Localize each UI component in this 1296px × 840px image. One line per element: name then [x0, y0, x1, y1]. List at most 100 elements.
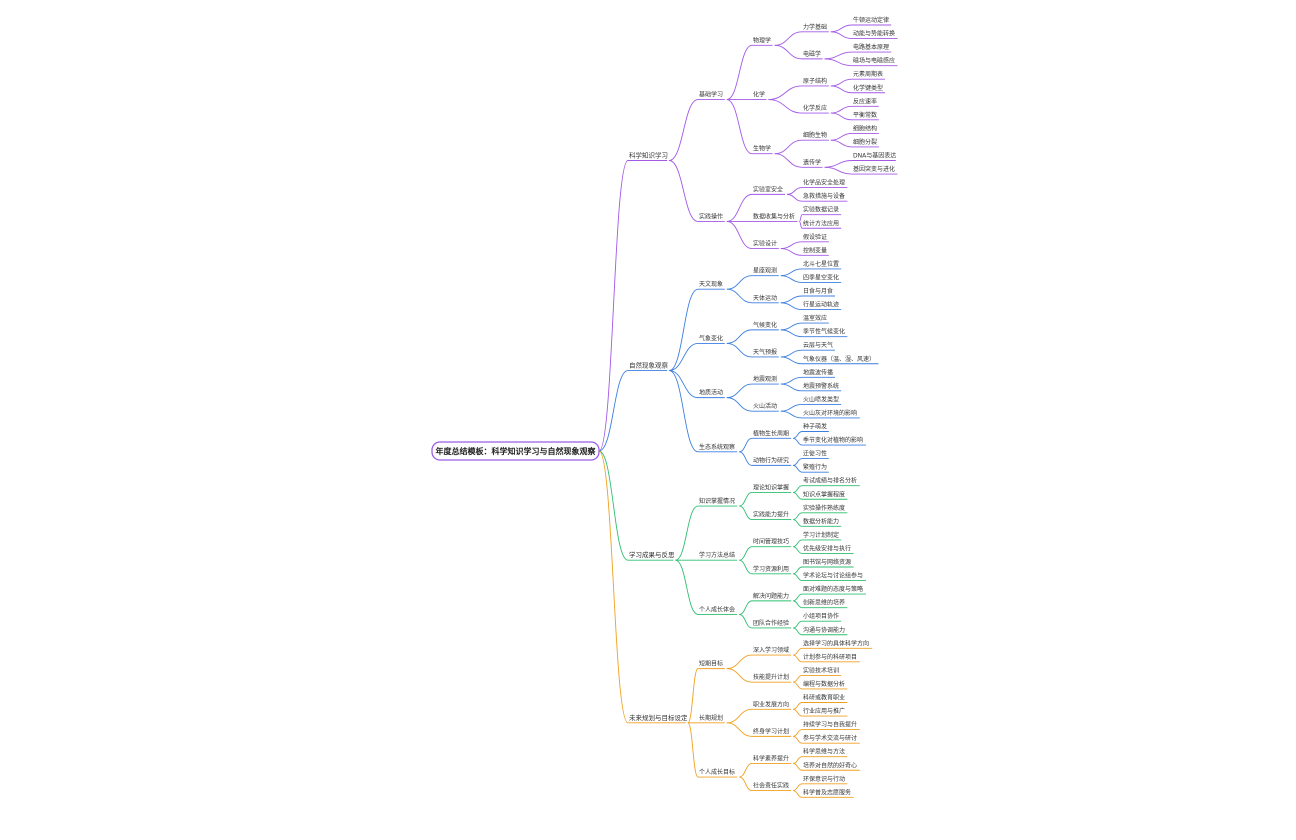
topic-node-depth-3[interactable]: 团队合作经验	[752, 619, 792, 629]
topic-node-depth-1[interactable]: 自然现象观察	[628, 361, 669, 371]
topic-node-depth-3[interactable]: 时间管理技巧	[752, 538, 792, 548]
leaf-node[interactable]: 控制变量	[802, 246, 829, 256]
topic-node-depth-3[interactable]: 火山活动	[752, 402, 779, 412]
topic-node-depth-1[interactable]: 科学知识学习	[628, 151, 668, 161]
topic-node-depth-3[interactable]: 实践能力提升	[752, 511, 792, 521]
topic-node-depth-2[interactable]: 长期规划	[698, 714, 725, 724]
leaf-node[interactable]: 繁殖行为	[802, 463, 829, 473]
leaf-node[interactable]: 温室效应	[802, 314, 829, 324]
topic-node-depth-3[interactable]: 物理学	[752, 36, 773, 46]
leaf-node[interactable]: 平衡常数	[852, 111, 879, 121]
topic-node-depth-4[interactable]: 力学基础	[802, 23, 829, 33]
topic-node-depth-3[interactable]: 天体运动	[752, 294, 779, 304]
topic-node-depth-3[interactable]: 职业发展方向	[752, 700, 792, 710]
leaf-node[interactable]: 地震预警系统	[802, 382, 842, 392]
topic-node-depth-2[interactable]: 实践操作	[698, 212, 725, 222]
topic-node-depth-2[interactable]: 天文现象	[698, 280, 725, 290]
leaf-node[interactable]: 小组项目协作	[802, 612, 842, 622]
leaf-node[interactable]: 地震波传播	[802, 368, 835, 378]
topic-node-depth-3[interactable]: 科学素养提升	[752, 754, 792, 764]
leaf-node[interactable]: 实验操作熟练度	[802, 504, 848, 514]
leaf-node[interactable]: 编程与数据分析	[802, 680, 848, 690]
leaf-node[interactable]: 图书馆与网络资源	[802, 558, 854, 568]
leaf-node[interactable]: 季节性气候变化	[802, 328, 848, 338]
topic-node-depth-2[interactable]: 知识掌握情况	[698, 497, 738, 507]
leaf-node[interactable]: 化学品安全处理	[802, 179, 848, 189]
leaf-node[interactable]: 电路基本原理	[852, 43, 892, 53]
topic-node-depth-3[interactable]: 实验室安全	[752, 185, 785, 195]
leaf-node[interactable]: 火山喷发类型	[802, 395, 842, 405]
topic-node-depth-2[interactable]: 短期目标	[698, 660, 725, 670]
leaf-node[interactable]: 云层与天气	[802, 341, 835, 351]
leaf-node[interactable]: 元素周期表	[852, 70, 885, 80]
root-node[interactable]: 年度总结模板：科学知识学习与自然现象观察	[431, 441, 600, 461]
leaf-node[interactable]: 行业应用与推广	[802, 707, 848, 717]
topic-node-depth-4[interactable]: 遗传学	[802, 158, 823, 168]
topic-node-depth-2[interactable]: 地质活动	[698, 389, 725, 399]
topic-node-depth-3[interactable]: 地震观测	[752, 375, 779, 385]
leaf-node[interactable]: 细胞分裂	[852, 138, 879, 148]
topic-node-depth-4[interactable]: 电磁学	[802, 50, 823, 60]
topic-node-depth-2[interactable]: 个人成长目标	[698, 768, 738, 778]
leaf-node[interactable]: 种子萌发	[802, 423, 829, 432]
topic-node-depth-4[interactable]: 化学反应	[802, 104, 829, 114]
topic-node-depth-3[interactable]: 星座观测	[752, 267, 779, 277]
topic-node-depth-3[interactable]: 数据收集与分析	[752, 212, 798, 222]
leaf-node[interactable]: 气象仪器（温、湿、风速）	[802, 355, 879, 365]
leaf-node[interactable]: 细胞结构	[852, 124, 879, 134]
leaf-node[interactable]: 知识点掌握程度	[802, 490, 848, 500]
leaf-node[interactable]: 磁场与电磁感应	[852, 57, 898, 67]
leaf-node[interactable]: 实验数据记录	[802, 206, 842, 216]
leaf-node[interactable]: 迁徙习性	[802, 450, 829, 460]
topic-node-depth-2[interactable]: 个人成长体会	[698, 605, 738, 615]
leaf-node[interactable]: 实验技术培训	[802, 666, 842, 676]
leaf-node[interactable]: 基因突变与进化	[852, 165, 898, 175]
topic-node-depth-2[interactable]: 气象变化	[698, 334, 725, 344]
topic-node-depth-4[interactable]: 细胞生物	[802, 131, 829, 141]
topic-node-depth-3[interactable]: 技能提升计划	[752, 673, 792, 683]
leaf-node[interactable]: 沟通与协调能力	[802, 626, 848, 636]
leaf-node[interactable]: 培养对自然的好奇心	[802, 761, 860, 771]
leaf-node[interactable]: 环保意识与行动	[802, 775, 848, 785]
leaf-node[interactable]: 火山灰对环境的影响	[802, 409, 860, 419]
topic-node-depth-4[interactable]: 原子结构	[802, 77, 829, 87]
topic-node-depth-1[interactable]: 学习成果与反思	[628, 550, 675, 561]
leaf-node[interactable]: 四季星空变化	[802, 273, 842, 283]
leaf-node[interactable]: 选择学习的具体科学方向	[802, 639, 873, 649]
leaf-node[interactable]: 统计方法应用	[802, 219, 842, 229]
topic-node-depth-3[interactable]: 生物学	[752, 145, 773, 155]
topic-node-depth-2[interactable]: 生态系统观察	[698, 443, 738, 453]
leaf-node[interactable]: 创新思维的培养	[802, 599, 848, 609]
topic-node-depth-3[interactable]: 社会责任实践	[752, 782, 792, 792]
leaf-node[interactable]: 计划参与的科研项目	[802, 653, 860, 663]
leaf-node[interactable]: 持续学习与自我提升	[802, 721, 860, 731]
leaf-node[interactable]: 季节变化对植物的影响	[802, 436, 866, 446]
leaf-node[interactable]: 动能与势能转换	[852, 30, 898, 39]
topic-node-depth-3[interactable]: 实验设计	[752, 240, 779, 250]
topic-node-depth-3[interactable]: 学习资源利用	[752, 565, 792, 575]
topic-node-depth-2[interactable]: 学习方法总结	[698, 551, 738, 561]
leaf-node[interactable]: 参与学术交流与研讨	[802, 734, 860, 744]
leaf-node[interactable]: DNA与基因表达	[852, 152, 896, 161]
leaf-node[interactable]: 反应速率	[852, 97, 879, 107]
leaf-node[interactable]: 北斗七星位置	[802, 260, 842, 270]
topic-node-depth-3[interactable]: 深入学习领域	[752, 646, 792, 656]
topic-node-depth-3[interactable]: 理论知识掌握	[752, 483, 792, 493]
leaf-node[interactable]: 日食与月食	[802, 287, 835, 297]
leaf-node[interactable]: 考试成绩与排名分析	[802, 477, 860, 487]
topic-node-depth-1[interactable]: 未来规划与目标设定	[628, 713, 688, 724]
topic-node-depth-2[interactable]: 基础学习	[698, 91, 725, 100]
topic-node-depth-3[interactable]: 解决问题能力	[752, 592, 792, 602]
leaf-node[interactable]: 学习计划制定	[802, 531, 842, 541]
leaf-node[interactable]: 科学普及志愿服务	[802, 788, 854, 798]
leaf-node[interactable]: 学术论坛与讨论组参与	[802, 572, 866, 581]
leaf-node[interactable]: 数据分析能力	[802, 517, 842, 527]
leaf-node[interactable]: 优先级安排与执行	[802, 544, 854, 554]
leaf-node[interactable]: 牛顿运动定律	[852, 16, 892, 26]
topic-node-depth-3[interactable]: 植物生长周期	[752, 429, 792, 439]
topic-node-depth-3[interactable]: 终身学习计划	[752, 727, 792, 737]
leaf-node[interactable]: 化学键类型	[852, 84, 885, 94]
leaf-node[interactable]: 急救措施与设备	[802, 192, 848, 202]
leaf-node[interactable]: 面对难题的态度与策略	[802, 585, 866, 595]
leaf-node[interactable]: 行星运动轨迹	[802, 301, 842, 310]
